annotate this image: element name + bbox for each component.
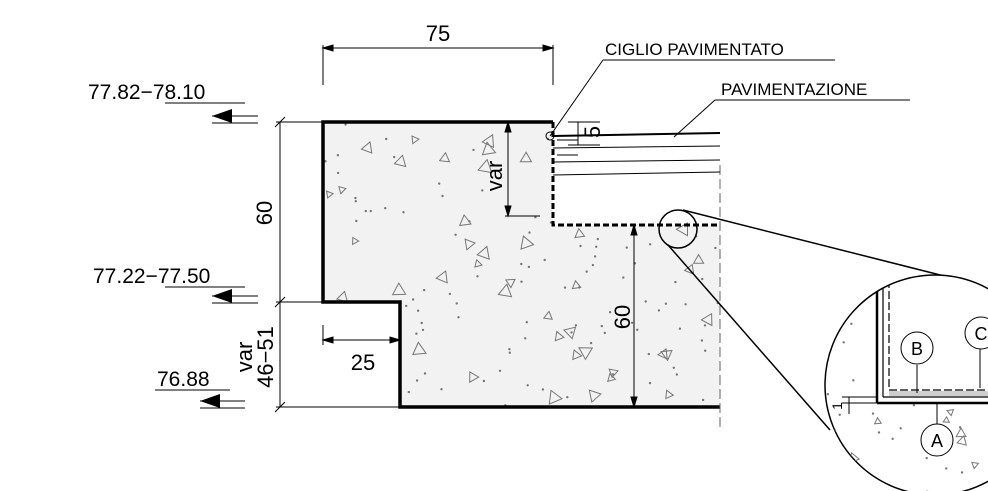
detail-magnifier [824, 274, 988, 491]
curb-outline [551, 122, 720, 227]
dimension-curb-value: 5 [580, 126, 605, 138]
detail-bubble-a [920, 403, 954, 457]
elevation-middle-label: 77.22−77.50 [93, 265, 210, 288]
elevation-top-label: 77.82−78.10 [88, 81, 205, 104]
leader-curb [545, 59, 835, 141]
dimension-inner [504, 120, 540, 218]
detail-bubble-b [900, 331, 934, 393]
dimension-left-value: 60 [252, 201, 277, 225]
dimension-lower-var: var [232, 342, 257, 373]
label-curb: CIGLIO PAVIMENTATO [605, 40, 784, 59]
dimension-left [274, 116, 400, 413]
detail-bubble-c [964, 316, 988, 388]
detail-callout-circle [658, 209, 698, 249]
magnifier-tangent-bottom [667, 244, 831, 431]
pavement-layers [552, 132, 721, 176]
dimension-step [321, 325, 402, 345]
detail-bubble-c-label: C [975, 324, 988, 344]
leader-paving [673, 99, 910, 138]
dimension-top-value: 75 [426, 21, 450, 46]
dimension-lower-range: 46−51 [253, 326, 278, 388]
section-outline [321, 120, 720, 409]
dimension-curb [568, 121, 600, 146]
detail-thickness-value: 1 [829, 402, 845, 410]
label-paving: PAVIMENTAZIONE [721, 80, 867, 99]
dimension-inner-value: var [482, 161, 507, 192]
magnifier-tangent-top [682, 209, 961, 281]
detail-bubble-b-label: B [911, 339, 923, 359]
elevation-bottom-label: 76.88 [157, 368, 210, 391]
elevation-marker-top [165, 102, 258, 124]
dimension-step-value: 25 [351, 350, 375, 375]
detail-bubble-a-label: A [931, 431, 943, 451]
dimension-right [630, 223, 638, 409]
dimension-top [321, 44, 555, 85]
elevation-marker-middle [165, 286, 258, 304]
elevation-marker-bottom [155, 389, 245, 409]
dimension-right-value: 60 [610, 305, 635, 329]
